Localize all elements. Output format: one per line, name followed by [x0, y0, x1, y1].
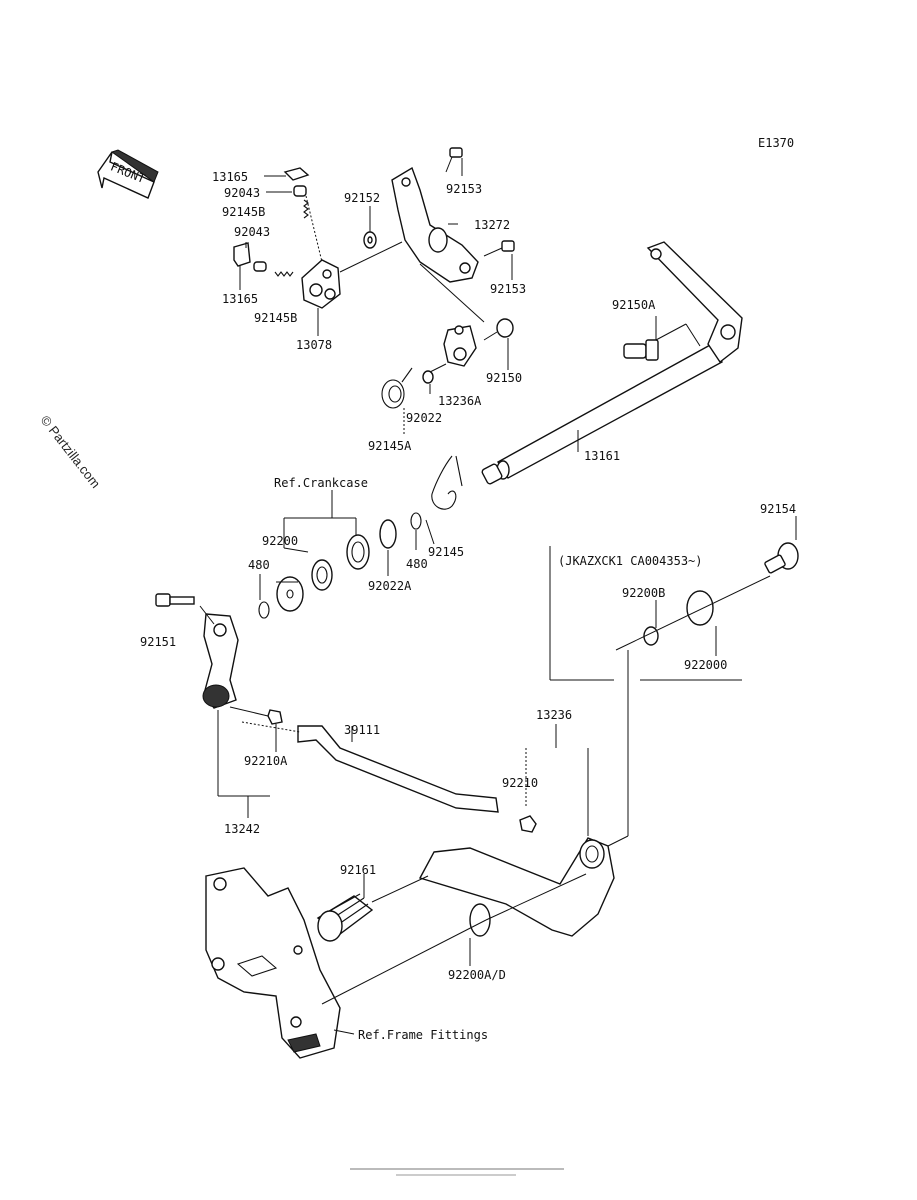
callout-922000[interactable]: 922000: [684, 658, 727, 672]
callout-92145B-upper[interactable]: 92145B: [222, 205, 265, 219]
callout-92145A[interactable]: 92145A: [368, 439, 412, 453]
part-92154-bolt[interactable]: [764, 542, 799, 574]
part-92145-spring[interactable]: [431, 455, 463, 510]
callout-13165-upper[interactable]: 13165: [212, 170, 248, 184]
part-92043-upper[interactable]: [293, 185, 307, 197]
part-frame-bracket[interactable]: [205, 867, 341, 1059]
callout-92150[interactable]: 92150: [486, 371, 522, 385]
callout-480-upper[interactable]: 480: [406, 557, 428, 571]
part-480-circlip-lower[interactable]: [258, 601, 270, 619]
part-92043-lower[interactable]: [253, 261, 267, 272]
callout-92210A[interactable]: 92210A: [244, 754, 288, 768]
callout-92153-upper[interactable]: 92153: [446, 182, 482, 196]
part-92161-rubber[interactable]: [316, 875, 429, 942]
callout-39111[interactable]: 39111: [344, 723, 380, 737]
callout-13236A[interactable]: 13236A: [438, 394, 482, 408]
callout-92200B[interactable]: 92200B: [622, 586, 665, 600]
part-13242-lever[interactable]: [202, 613, 239, 709]
callout-92022[interactable]: 92022: [406, 411, 442, 425]
part-13161-arm[interactable]: [646, 241, 743, 364]
part-callouts: 13165 92043 92145B 92043 13165 92145B 13…: [140, 170, 796, 982]
part-bearing[interactable]: [346, 534, 370, 570]
callout-92151[interactable]: 92151: [140, 635, 176, 649]
callout-13272[interactable]: 13272: [474, 218, 510, 232]
part-13161-shift-shaft[interactable]: [481, 343, 723, 485]
callout-13242[interactable]: 13242: [224, 822, 260, 836]
part-oil-seal[interactable]: [311, 559, 333, 591]
callout-92150A[interactable]: 92150A: [612, 298, 656, 312]
part-92145A-spring[interactable]: [381, 367, 413, 409]
callout-92043-upper[interactable]: 92043: [224, 186, 260, 200]
part-92153-lower-bolt[interactable]: [483, 240, 515, 257]
variant-note: (JKAZXCK1 CA004353~): [558, 554, 703, 568]
callout-92154[interactable]: 92154: [760, 502, 796, 516]
part-92200AD-washer[interactable]: [469, 903, 491, 937]
part-922000-washer[interactable]: [686, 590, 714, 626]
callout-92022A[interactable]: 92022A: [368, 579, 412, 593]
part-13272-plate[interactable]: [391, 166, 479, 283]
footer-fine-print: [350, 1168, 564, 1176]
callout-92210[interactable]: 92210: [502, 776, 538, 790]
part-13078-lever[interactable]: [301, 259, 341, 309]
part-92151-bolt[interactable]: [155, 593, 195, 607]
part-13165-upper[interactable]: [283, 167, 310, 181]
watermark: © Partzilla.com: [38, 413, 104, 491]
part-92210A-nut[interactable]: [229, 706, 283, 725]
callout-92200[interactable]: 92200: [262, 534, 298, 548]
part-92022A-washer[interactable]: [379, 519, 397, 549]
part-92022-washer[interactable]: [422, 370, 434, 384]
part-92145B-upper-spring[interactable]: [303, 199, 309, 219]
callout-92161[interactable]: 92161: [340, 863, 376, 877]
part-92210-nut[interactable]: [519, 815, 537, 833]
callout-13161[interactable]: 13161: [584, 449, 620, 463]
ref-frame-fittings-label: Ref.Frame Fittings: [358, 1028, 488, 1042]
part-92152-washer[interactable]: [363, 231, 377, 249]
part-92150A-bolt[interactable]: [623, 339, 659, 361]
part-92150-bolt[interactable]: [483, 318, 514, 341]
callout-92145B-lower[interactable]: 92145B: [254, 311, 297, 325]
part-92153-upper-bolt[interactable]: [445, 147, 463, 173]
callout-92043-lower[interactable]: 92043: [234, 225, 270, 239]
front-arrow-icon: FRONT: [97, 149, 159, 199]
part-92200-washer[interactable]: [276, 576, 304, 612]
part-92145B-lower-spring[interactable]: [274, 271, 294, 277]
callout-13165-lower[interactable]: 13165: [222, 292, 258, 306]
ref-crankcase-label: Ref.Crankcase: [274, 476, 368, 490]
leader-lines: [199, 158, 797, 1035]
part-13165-lower[interactable]: [233, 242, 251, 267]
diagram-code: E1370: [758, 136, 794, 150]
callout-92200AD[interactable]: 92200A/D: [448, 968, 506, 982]
callout-13236[interactable]: 13236: [536, 708, 572, 722]
callout-92152[interactable]: 92152: [344, 191, 380, 205]
part-39111-tie-rod[interactable]: [297, 725, 499, 813]
part-480-circlip-upper[interactable]: [410, 512, 422, 530]
part-13236A-link[interactable]: [443, 325, 477, 367]
callout-13078[interactable]: 13078: [296, 338, 332, 352]
callout-92145[interactable]: 92145: [428, 545, 464, 559]
part-13236-shift-pedal[interactable]: [418, 837, 615, 937]
callout-480-lower[interactable]: 480: [248, 558, 270, 572]
callout-92153-lower[interactable]: 92153: [490, 282, 526, 296]
